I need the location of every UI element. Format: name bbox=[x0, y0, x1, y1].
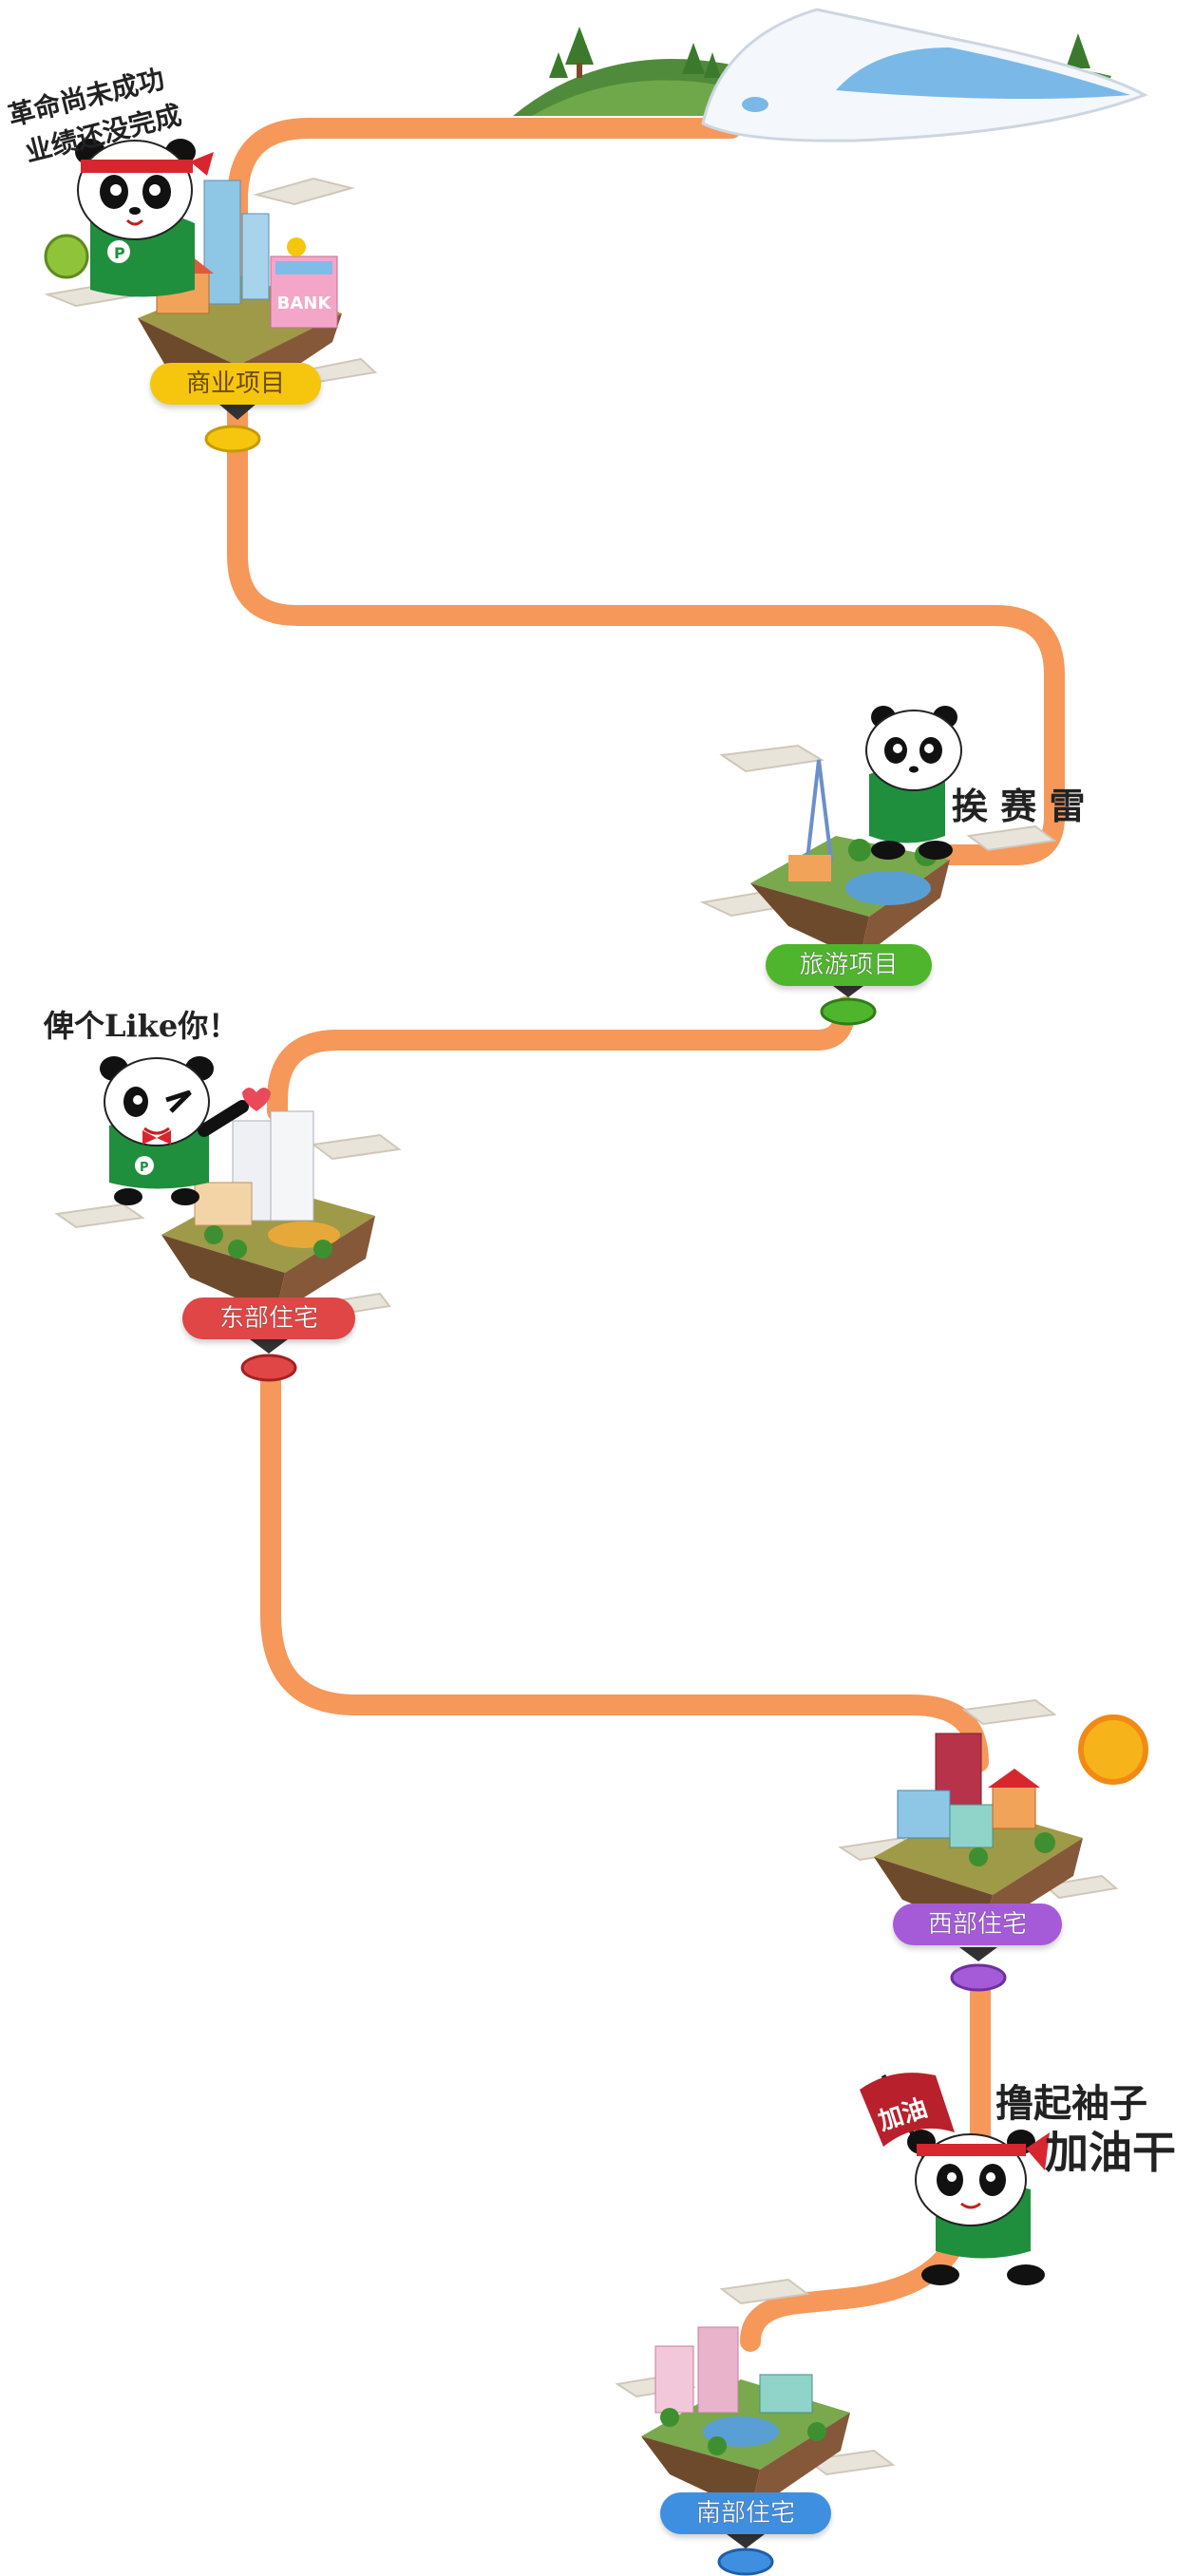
stop-marker-east[interactable] bbox=[240, 1339, 297, 1382]
island-south bbox=[615, 2278, 896, 2512]
stop-label-west[interactable]: 西部住宅 bbox=[893, 1904, 1062, 1945]
stop-marker-tourism[interactable] bbox=[820, 983, 877, 1026]
svg-text:P: P bbox=[140, 1161, 149, 1175]
stop-marker-commercial[interactable] bbox=[204, 404, 261, 453]
speech-panda4-line2: 加油干 bbox=[1045, 2127, 1176, 2178]
route-path bbox=[227, 118, 1065, 865]
island-west bbox=[838, 1698, 1148, 1933]
route-path bbox=[260, 1357, 989, 1772]
bank-sign: BANK bbox=[277, 294, 332, 313]
stop-marker-west[interactable] bbox=[950, 1947, 1007, 1992]
speech-panda2: 挨 赛 雷 bbox=[952, 785, 1086, 827]
stop-label-east[interactable]: 东部住宅 bbox=[182, 1297, 355, 1339]
panda-like: P bbox=[100, 1056, 271, 1205]
stop-label-tourism[interactable]: 旅游项目 bbox=[766, 944, 932, 986]
speech-panda4-line1: 撸起袖子 bbox=[995, 2081, 1147, 2126]
stop-marker-south[interactable] bbox=[717, 2534, 774, 2576]
top-scenery bbox=[513, 8, 1148, 142]
stop-label-commercial[interactable]: 商业项目 bbox=[150, 363, 321, 405]
speech-panda3: 俾个Like你！ bbox=[44, 1008, 239, 1044]
svg-text:P: P bbox=[114, 244, 125, 262]
island-east bbox=[54, 1110, 402, 1316]
sun-icon bbox=[1078, 1714, 1148, 1785]
panda-headband: P bbox=[44, 139, 214, 297]
panda-flag: 加油 bbox=[860, 2073, 1050, 2285]
route-path bbox=[267, 996, 856, 1122]
stop-label-south[interactable]: 南部住宅 bbox=[660, 2492, 831, 2534]
panda-thinking bbox=[865, 706, 962, 860]
